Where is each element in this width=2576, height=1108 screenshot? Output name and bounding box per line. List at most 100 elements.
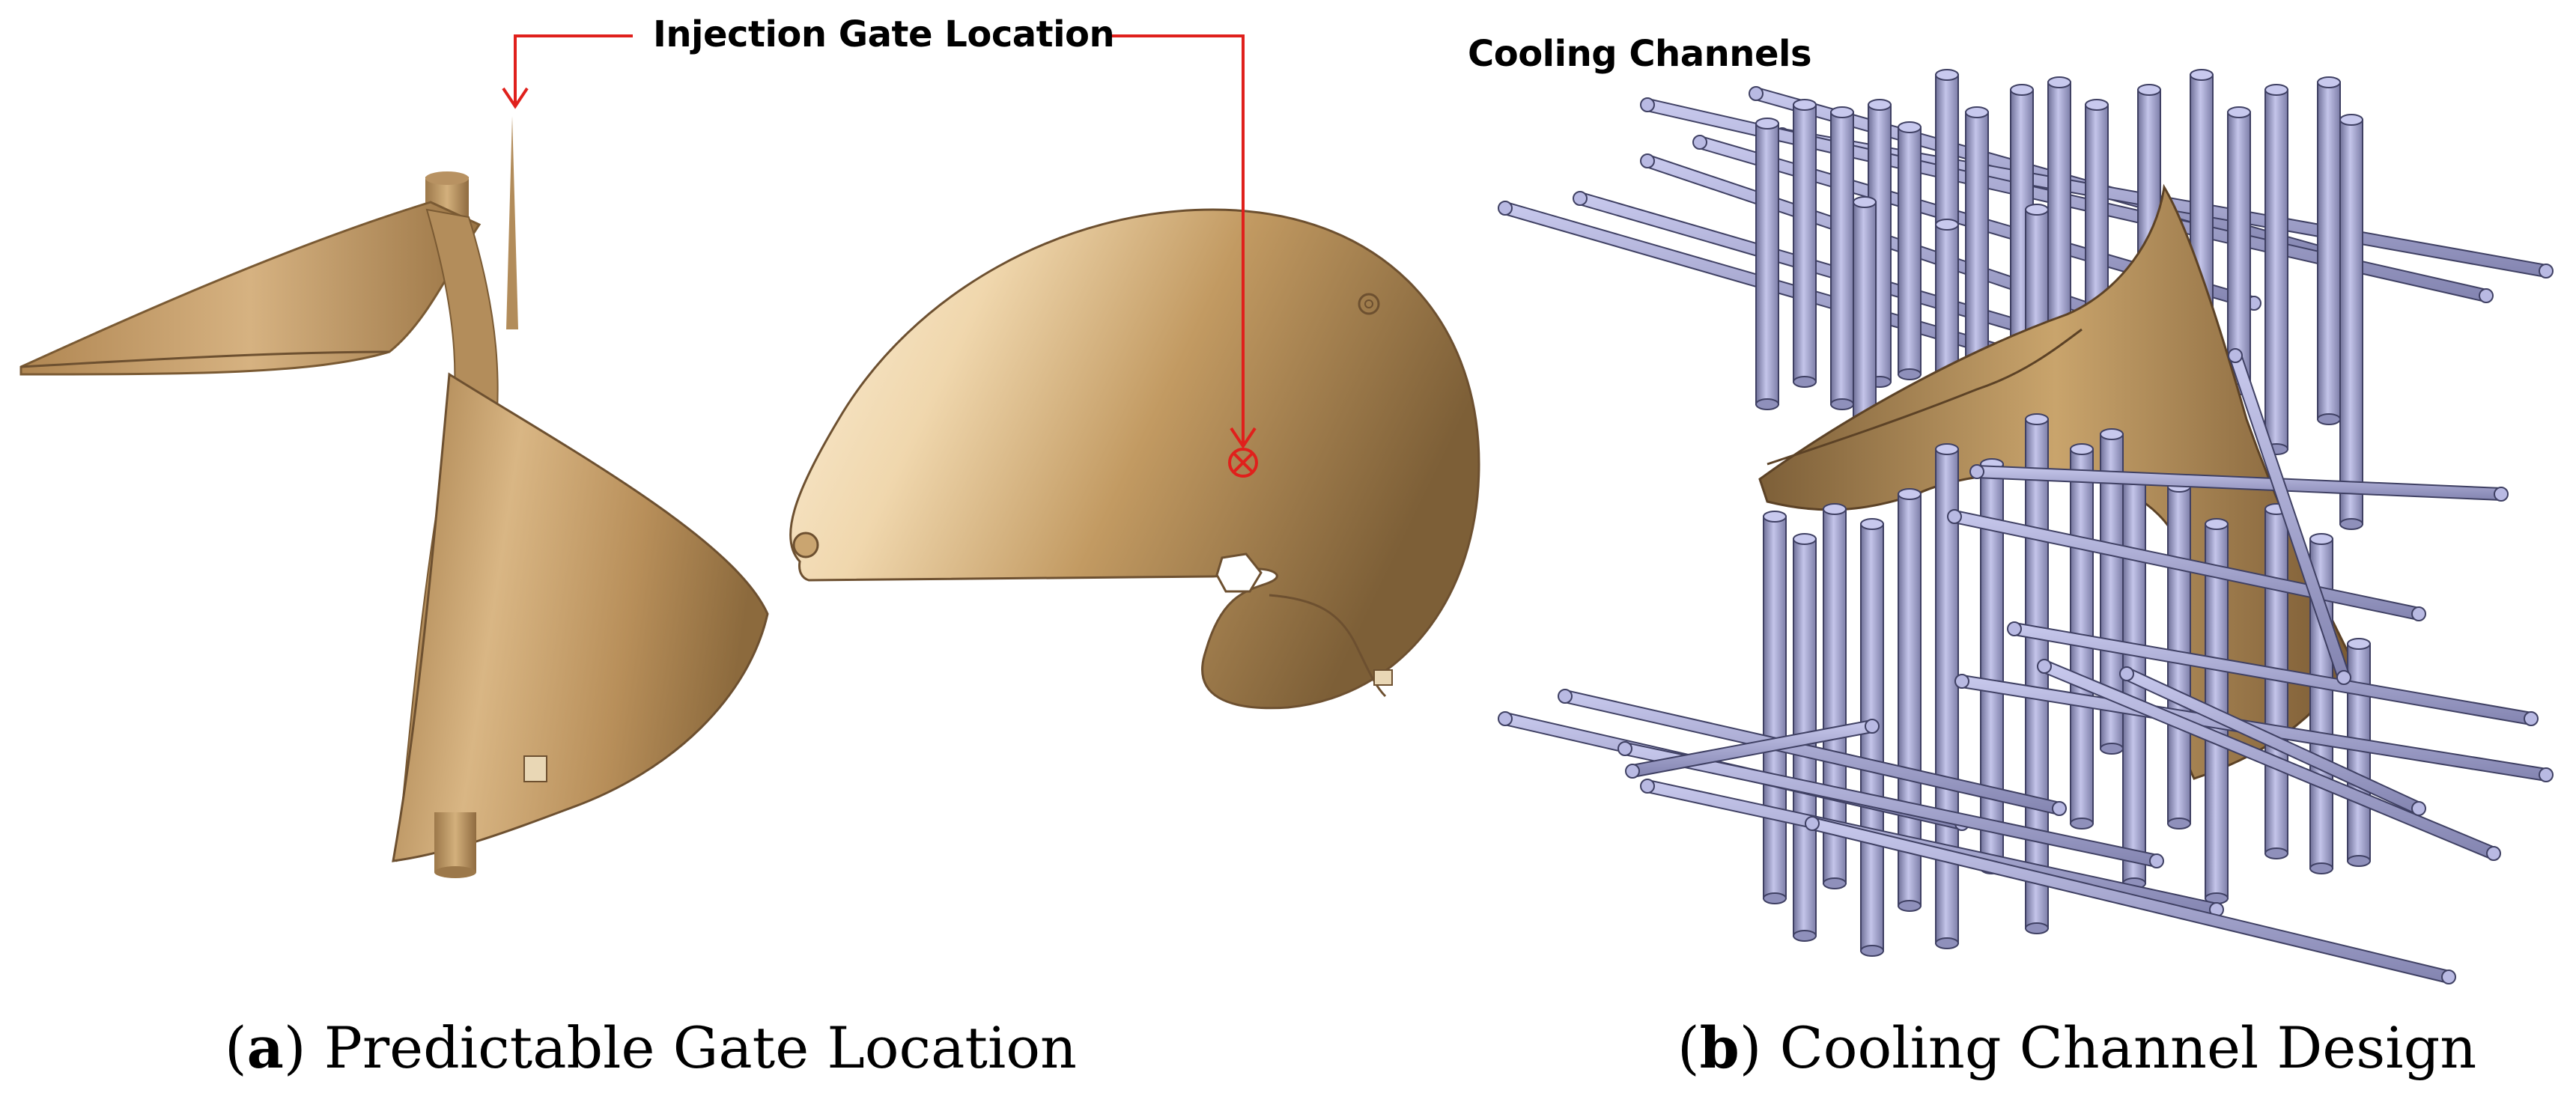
callout-arrowhead-right: [1230, 427, 1257, 449]
cooling-channel-cap: [2100, 743, 2124, 755]
cooling-channel-end: [2441, 970, 2456, 984]
cooling-channel-cap: [2264, 847, 2288, 859]
cooling-channel-end: [2494, 487, 2509, 502]
callout-label-cooling: Cooling Channels: [1468, 33, 1812, 75]
cooling-channel-cap: [1898, 900, 1922, 912]
caption-b-tag: b: [1699, 1014, 1740, 1081]
cooling-channel-end: [1640, 779, 1655, 794]
cooling-channel-cap: [2100, 428, 2124, 440]
cooling-channel-cap: [2025, 413, 2049, 425]
cooling-channel-cap: [2205, 518, 2229, 530]
cooling-channel-cap: [2070, 818, 2094, 830]
cooling-channel-end: [2119, 666, 2134, 681]
cooling-channel-cap: [1965, 106, 1989, 118]
cooling-channel-end: [2411, 606, 2426, 621]
cooling-channel-end: [2336, 670, 2351, 685]
cooling-channel-vertical: [1860, 523, 1884, 952]
cooling-channel-end: [2539, 264, 2554, 278]
cooling-channel-vertical: [1853, 201, 1877, 420]
cooling-channel-end: [1617, 741, 1632, 756]
helical-part-side-view: [19, 116, 769, 878]
cooling-channel-end: [2149, 853, 2164, 868]
cooling-channel-cap: [2309, 533, 2333, 545]
cooling-channel-vertical: [2264, 89, 2288, 450]
helical-part-top-view: [789, 208, 1480, 710]
cooling-channel-end: [1749, 86, 1764, 101]
cooling-channel-end: [1640, 97, 1655, 112]
cooling-channel-end: [2052, 801, 2067, 816]
cooling-channel-cap: [2347, 855, 2371, 867]
callout-label-gate: Injection Gate Location: [653, 13, 1115, 55]
cooling-channel-vertical: [1793, 104, 1817, 383]
cooling-channel-end: [1865, 719, 1880, 734]
cooling-channel-end: [1969, 464, 1984, 479]
cooling-channel-cap: [2010, 84, 2034, 96]
gate-rod: [506, 116, 518, 329]
gate-marker-icon: [1228, 448, 1258, 478]
cooling-channel-cap: [1860, 945, 1884, 957]
cooling-channel-vertical: [1830, 112, 1854, 405]
cooling-channel-cap: [1755, 118, 1779, 130]
cooling-channel-cap: [1823, 877, 1847, 889]
part-disc-hole-right: [1358, 293, 1380, 315]
callout-arrowhead-left: [502, 87, 529, 109]
part-disc: [789, 208, 1480, 710]
cooling-channel-cap: [2317, 76, 2341, 88]
cooling-channel-cap: [2347, 638, 2371, 650]
cooling-channel-end: [2037, 659, 2052, 674]
part-tab: [523, 755, 547, 782]
cooling-channel-cap: [1868, 99, 1892, 111]
cooling-channel-cap: [2047, 76, 2071, 88]
cooling-channel-vertical: [2317, 82, 2341, 420]
part-shaft-bottom-cap: [434, 866, 476, 878]
cooling-channel-end: [2539, 767, 2554, 782]
cooling-channel-end: [1625, 764, 1640, 779]
cooling-channel-end: [2411, 801, 2426, 816]
cooling-channel-cap: [2227, 106, 2251, 118]
cooling-channel-vertical: [2227, 112, 2251, 390]
part-shaft-bottom: [434, 812, 476, 872]
cooling-channel-end: [2524, 711, 2539, 726]
cooling-channel-cap: [2339, 114, 2363, 126]
cooling-channel-end: [1692, 135, 1707, 150]
part-fan-blade: [19, 201, 482, 376]
cooling-channel-vertical: [1755, 123, 1779, 405]
part-shaft-top-cap: [425, 171, 469, 185]
cooling-channel-cap: [1935, 219, 1959, 231]
cooling-channel-cap: [1763, 892, 1787, 904]
cooling-channel-cap: [1823, 503, 1847, 515]
moulded-part-edge: [1767, 328, 2083, 466]
cooling-channel-cap: [1755, 398, 1779, 410]
cooling-channel-end: [1947, 509, 1962, 524]
cooling-channel-cap: [2264, 84, 2288, 96]
part-fan-edge: [20, 350, 390, 368]
cooling-channel-cap: [2085, 99, 2109, 111]
cooling-channel-end: [1558, 689, 1573, 704]
caption-b-text: Cooling Channel Design: [1779, 1014, 2477, 1081]
cooling-channel-end: [2479, 288, 2494, 303]
cooling-channel-cap: [2190, 69, 2214, 81]
cooling-channel-cap: [1898, 121, 1922, 133]
cooling-channel-end: [1498, 711, 1513, 726]
cooling-channel-end: [2228, 348, 2243, 363]
cooling-channel-cap: [1793, 99, 1817, 111]
cooling-channel-end: [1498, 201, 1513, 216]
cooling-channel-cap: [1763, 511, 1787, 523]
cooling-channel-cap: [1793, 376, 1817, 388]
cooling-channel-cap: [1935, 69, 1959, 81]
callout-line-left: [514, 34, 633, 105]
part-disc-hole-left: [792, 532, 819, 558]
cooling-channel-cap: [1793, 533, 1817, 545]
cooling-channel-vertical: [2339, 119, 2363, 525]
cooling-channel-cap: [2309, 862, 2333, 874]
callout-line-right: [1107, 34, 1245, 445]
cooling-channel-cap: [1935, 443, 1959, 455]
cooling-channel-cap: [2025, 922, 2049, 934]
cooling-channel-cap: [1860, 518, 1884, 530]
cooling-channel-cap: [2317, 413, 2341, 425]
cooling-channel-end: [1640, 153, 1655, 168]
cooling-channel-vertical: [1965, 112, 1989, 383]
part-disc-notch: [1215, 553, 1263, 593]
cooling-channel-cap: [1898, 368, 1922, 380]
cooling-channel-assembly: [1498, 69, 2554, 984]
